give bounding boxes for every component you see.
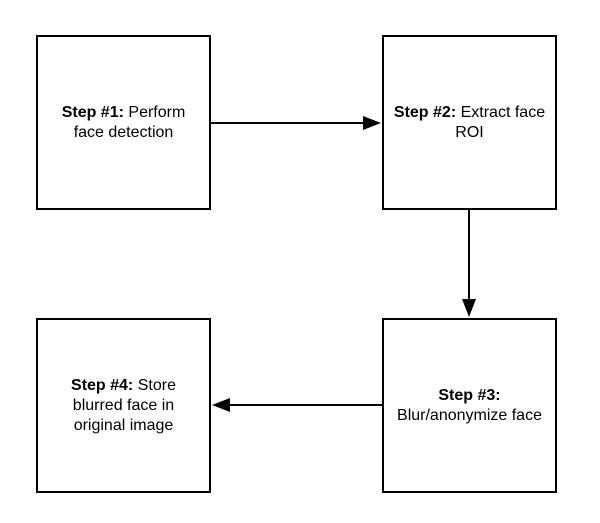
step-4-label: Step #4: — [71, 376, 134, 394]
step-3-label: Step #3: — [438, 386, 501, 404]
step-2-box: Step #2: Extract face ROI — [382, 35, 557, 210]
arrowhead-step3 — [462, 299, 476, 317]
step-2-description: Extract face ROI — [455, 103, 546, 141]
step-4-box: Step #4: Store blurred face in original … — [36, 318, 211, 493]
step-3-box: Step #3: Blur/anonymize face — [382, 318, 557, 493]
step-2-text: Step #2: Extract face ROI — [384, 103, 555, 143]
step-4-text: Step #4: Store blurred face in original … — [38, 376, 209, 436]
step-1-text: Step #1: Perform face detection — [38, 103, 209, 143]
step-1-label: Step #1: — [61, 103, 124, 121]
arrowhead-step2 — [363, 116, 381, 130]
step-1-description: Perform face detection — [73, 103, 186, 141]
step-3-description: Blur/anonymize face — [397, 406, 542, 424]
step-3-text: Step #3: Blur/anonymize face — [389, 386, 550, 426]
step-1-box: Step #1: Perform face detection — [36, 35, 211, 210]
step-4-description: Store blurred face in original image — [72, 376, 176, 434]
step-2-label: Step #2: — [393, 103, 457, 121]
arrowhead-step4 — [212, 398, 230, 412]
